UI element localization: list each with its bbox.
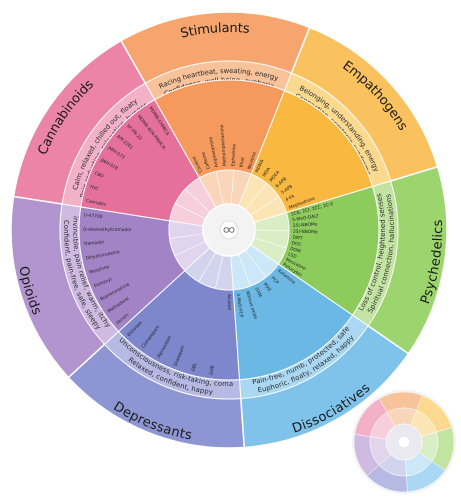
drug-label: Morphine	[89, 264, 111, 276]
drug-label: DXM	[253, 287, 263, 299]
divider-line	[185, 188, 211, 213]
drug-label: Khat	[238, 156, 246, 167]
divider-line	[169, 233, 204, 239]
divider-line	[238, 254, 251, 287]
divider-line	[215, 255, 224, 289]
divider-line	[230, 170, 235, 205]
infinity-icon	[223, 227, 235, 233]
drug-label: Alcohol	[226, 294, 232, 310]
divider-line	[244, 250, 267, 278]
drug-label: MDMA	[254, 158, 265, 173]
drug-label: GBL	[190, 362, 198, 373]
drug-label: Nicotine	[246, 151, 257, 170]
drug-label: THC	[88, 184, 99, 193]
drug-label: O-desmethyltramadol	[83, 227, 131, 233]
divider-line	[174, 240, 206, 257]
drug-label: DMT	[292, 235, 303, 242]
drug-label: 3-MeO-PCP	[235, 293, 245, 318]
divider-line	[215, 171, 224, 205]
drug-label: Ephedrine	[230, 143, 237, 166]
drug-label: 25I-NBOMe	[293, 229, 318, 235]
divider-line	[198, 252, 217, 282]
inner-effects-ring	[168, 169, 290, 291]
drug-label: DOM	[289, 246, 301, 255]
mini-center	[397, 435, 411, 449]
divider-line	[250, 196, 279, 216]
mini-wheel-thumbnail	[352, 390, 456, 494]
drug-label: CBD	[93, 170, 105, 179]
drug-label: U-47700	[83, 212, 102, 220]
drug-label: 4-FA	[284, 193, 295, 203]
drug-label: MXE	[262, 282, 272, 293]
divider-line	[253, 237, 287, 249]
drug-label: Caffeine	[200, 151, 212, 170]
drug-label: 5-MeO-DALT	[292, 213, 320, 223]
wheel-core	[202, 203, 256, 257]
drug-label: MDA	[262, 166, 273, 178]
drug-label: 25I-NBOMe	[293, 221, 318, 229]
drug-label: DOC	[291, 240, 302, 248]
divider-line	[245, 183, 267, 210]
drug-label: PCP	[270, 275, 280, 285]
drug-label: LSD	[287, 251, 298, 260]
divider-line	[174, 203, 206, 219]
drug-label: Methamphetamine	[219, 124, 228, 166]
drug-label: Cannabis	[85, 198, 107, 208]
drug-label: GHB	[209, 365, 216, 375]
drug-label: Tramadol	[82, 239, 104, 247]
